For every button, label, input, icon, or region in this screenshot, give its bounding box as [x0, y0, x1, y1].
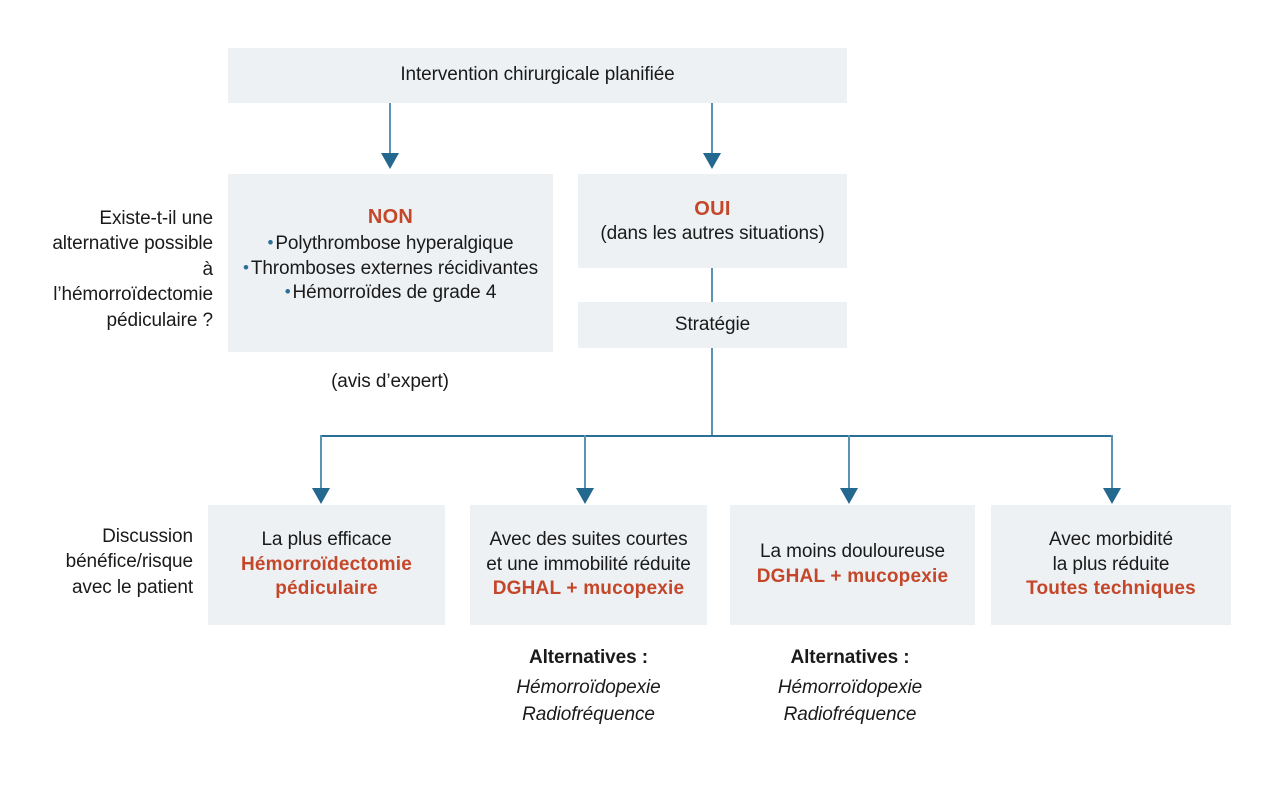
non-bullet-text-2: Thromboses externes récidivantes	[250, 257, 539, 279]
connector-strategie-stem	[711, 348, 713, 436]
bullet-dot-icon: •	[284, 282, 291, 302]
box-outcome-suites-courtes: Avec des suites courtes et une immobilit…	[470, 505, 707, 625]
question-line-4: pédiculaire ?	[106, 309, 214, 331]
outcome-2-criterion-1: Avec des suites courtes	[489, 528, 688, 550]
outcome-4-criterion-1: Avec morbidité	[1049, 528, 1173, 550]
non-bullet-item-1: •Polythrombose hyperalgique	[243, 232, 538, 257]
connector-title-to-non	[389, 103, 391, 155]
discussion-line-3: avec le patient	[71, 576, 193, 598]
box-outcome-morbidite-reduite: Avec morbidité la plus réduite Toutes te…	[991, 505, 1231, 625]
box-intervention-planifiee: Intervention chirurgicale planifiée	[228, 48, 847, 103]
discussion-line-1: Discussion	[102, 526, 193, 547]
label-discussion-benefice-risque: Discussion bénéfice/risque avec le patie…	[45, 524, 193, 600]
question-line-1: Existe-t-il une	[99, 208, 213, 229]
connector-drop-outcome-4	[1111, 435, 1113, 490]
outcome-1-technique-1: Hémorroïdectomie	[240, 553, 413, 575]
non-heading: NON	[367, 206, 414, 228]
outcome-4-technique-1: Toutes techniques	[1026, 578, 1196, 600]
note-alternatives-outcome-2: Alternatives : Hémorroïdopexie Radiofréq…	[470, 645, 707, 729]
bullet-dot-icon: •	[242, 257, 249, 277]
alternatives-1-item-1: Hémorroïdopexie	[516, 676, 661, 698]
non-bullet-item-3: •Hémorroïdes de grade 4	[243, 281, 538, 306]
alternatives-1-item-2: Radiofréquence	[522, 704, 655, 726]
outcome-4-criterion-2: la plus réduite	[1052, 553, 1170, 575]
outcome-3-technique-1: DGHAL + mucopexie	[756, 566, 949, 587]
box-outcome-moins-douloureuse: La moins douloureuse DGHAL + mucopexie	[730, 505, 975, 625]
arrowhead-outcome-4	[1103, 488, 1121, 504]
box-strategie: Stratégie	[578, 302, 847, 348]
box-oui: OUI (dans les autres situations)	[578, 174, 847, 268]
box-intervention-label: Intervention chirurgicale planifiée	[400, 64, 675, 86]
question-line-2: alternative possible	[52, 233, 213, 255]
strategie-label: Stratégie	[674, 313, 751, 335]
connector-drop-outcome-1	[320, 435, 322, 490]
note-avis-expert: (avis d’expert)	[290, 369, 490, 396]
arrowhead-title-to-oui	[703, 153, 721, 169]
outcome-1-technique-2: pédiculaire	[275, 578, 378, 600]
bullet-dot-icon: •	[267, 233, 274, 252]
oui-subtitle: (dans les autres situations)	[600, 222, 825, 244]
label-alternative-question: Existe-t-il une alternative possible à l…	[45, 206, 213, 333]
box-outcome-la-plus-efficace: La plus efficace Hémorroïdectomie pédicu…	[208, 505, 445, 625]
outcome-1-criterion-1: La plus efficace	[261, 528, 392, 550]
connector-drop-outcome-2	[584, 435, 586, 490]
note-alternatives-outcome-3: Alternatives : Hémorroïdopexie Radiofréq…	[730, 645, 970, 729]
outcome-3-criterion-1: La moins douloureuse	[760, 541, 945, 563]
arrowhead-title-to-non	[381, 153, 399, 169]
connector-distribution-bar	[320, 435, 1113, 437]
alternatives-2-item-2: Radiofréquence	[783, 704, 917, 726]
connector-title-to-oui	[711, 103, 713, 155]
arrowhead-outcome-1	[312, 488, 330, 504]
connector-drop-outcome-3	[848, 435, 850, 490]
outcome-2-technique-1: DGHAL + mucopexie	[492, 578, 685, 600]
question-line-3: à l’hémorroïdectomie	[53, 258, 213, 306]
discussion-line-2: bénéfice/risque	[65, 551, 193, 573]
connector-oui-to-strategie	[711, 268, 713, 302]
non-bullet-text-3: Hémorroïdes de grade 4	[292, 282, 497, 304]
non-bullet-text-1: Polythrombose hyperalgique	[275, 233, 514, 254]
alternatives-2-heading: Alternatives :	[790, 647, 910, 668]
arrowhead-outcome-3	[840, 488, 858, 504]
alternatives-2-item-1: Hémorroïdopexie	[777, 676, 923, 698]
avis-expert-text: (avis d’expert)	[331, 371, 449, 392]
outcome-2-criterion-2: et une immobilité réduite	[486, 553, 691, 575]
oui-heading: OUI	[694, 197, 731, 220]
alternatives-1-heading: Alternatives :	[529, 647, 648, 668]
box-non: NON •Polythrombose hyperalgique •Thrombo…	[228, 174, 553, 352]
non-bullet-item-2: •Thromboses externes récidivantes	[243, 257, 538, 282]
arrowhead-outcome-2	[576, 488, 594, 504]
non-bullet-list: •Polythrombose hyperalgique •Thromboses …	[243, 232, 538, 306]
